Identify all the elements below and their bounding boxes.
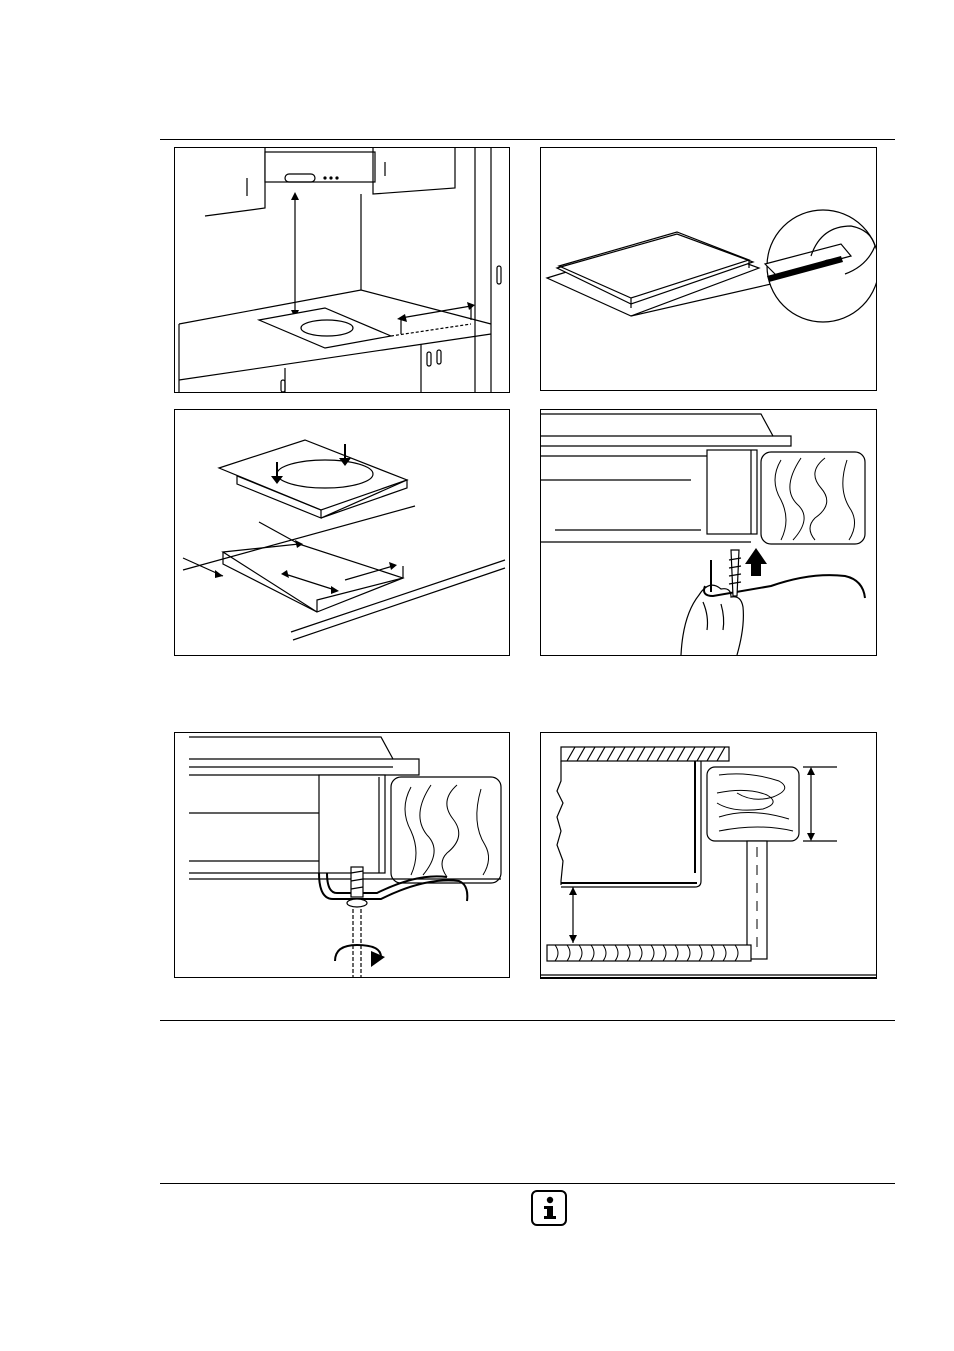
- info-icon: [531, 1190, 567, 1226]
- cutout-placement-illustration: [175, 410, 509, 655]
- top-divider: [160, 139, 895, 140]
- bracket-insert-illustration: [541, 410, 876, 655]
- bottom-divider: [160, 1183, 895, 1184]
- figure-seal-strip: [540, 147, 877, 391]
- hood-distance-illustration: [175, 148, 509, 392]
- figure-worktop-section: [540, 732, 877, 979]
- seal-strip-illustration: [541, 148, 876, 390]
- bracket-tighten-illustration: [175, 733, 509, 977]
- figure-cutout-placement: [174, 409, 510, 656]
- figure-bracket-insert: [540, 409, 877, 656]
- figure-hood-distance: [174, 147, 510, 393]
- middle-divider: [160, 1020, 895, 1021]
- figure-bracket-tighten: [174, 732, 510, 978]
- worktop-section-illustration: [541, 733, 876, 977]
- info-glyph: [538, 1195, 560, 1221]
